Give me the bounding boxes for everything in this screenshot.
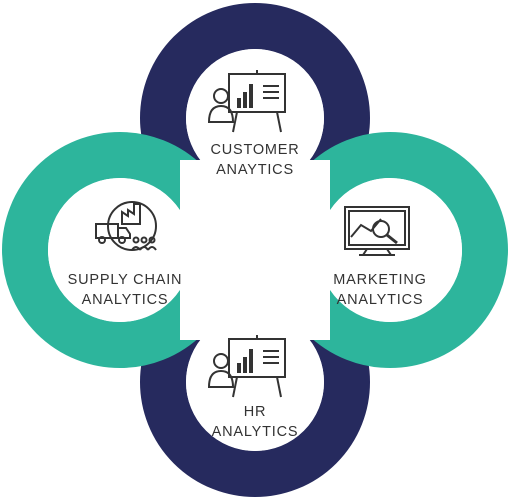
monitor-magnifier-icon [344,206,410,256]
hr-label-line2: ANALYTICS [211,424,299,440]
hr-label-line1: HR [243,404,267,420]
presentation-chart-person-icon [207,335,286,398]
customer-label-line2: ANAYTICS [216,162,294,178]
hr-analytics-label: HR ANALYTICS [195,402,315,442]
marketing-label-line1: MARKETING [333,272,427,288]
customer-analytics-label: CUSTOMER ANAYTICS [195,140,315,180]
presentation-chart-person-icon [207,70,286,133]
customer-label-line1: CUSTOMER [210,142,300,158]
supply-chain-analytics-label: SUPPLY CHAIN ANALYTICS [55,270,195,310]
supply-chain-label-line2: ANALYTICS [81,292,169,308]
truck-factory-people-icon [95,201,157,251]
supply-chain-label-line1: SUPPLY CHAIN [67,272,183,288]
marketing-label-line2: ANALYTICS [336,292,424,308]
marketing-analytics-label: MARKETING ANALYTICS [318,270,442,310]
